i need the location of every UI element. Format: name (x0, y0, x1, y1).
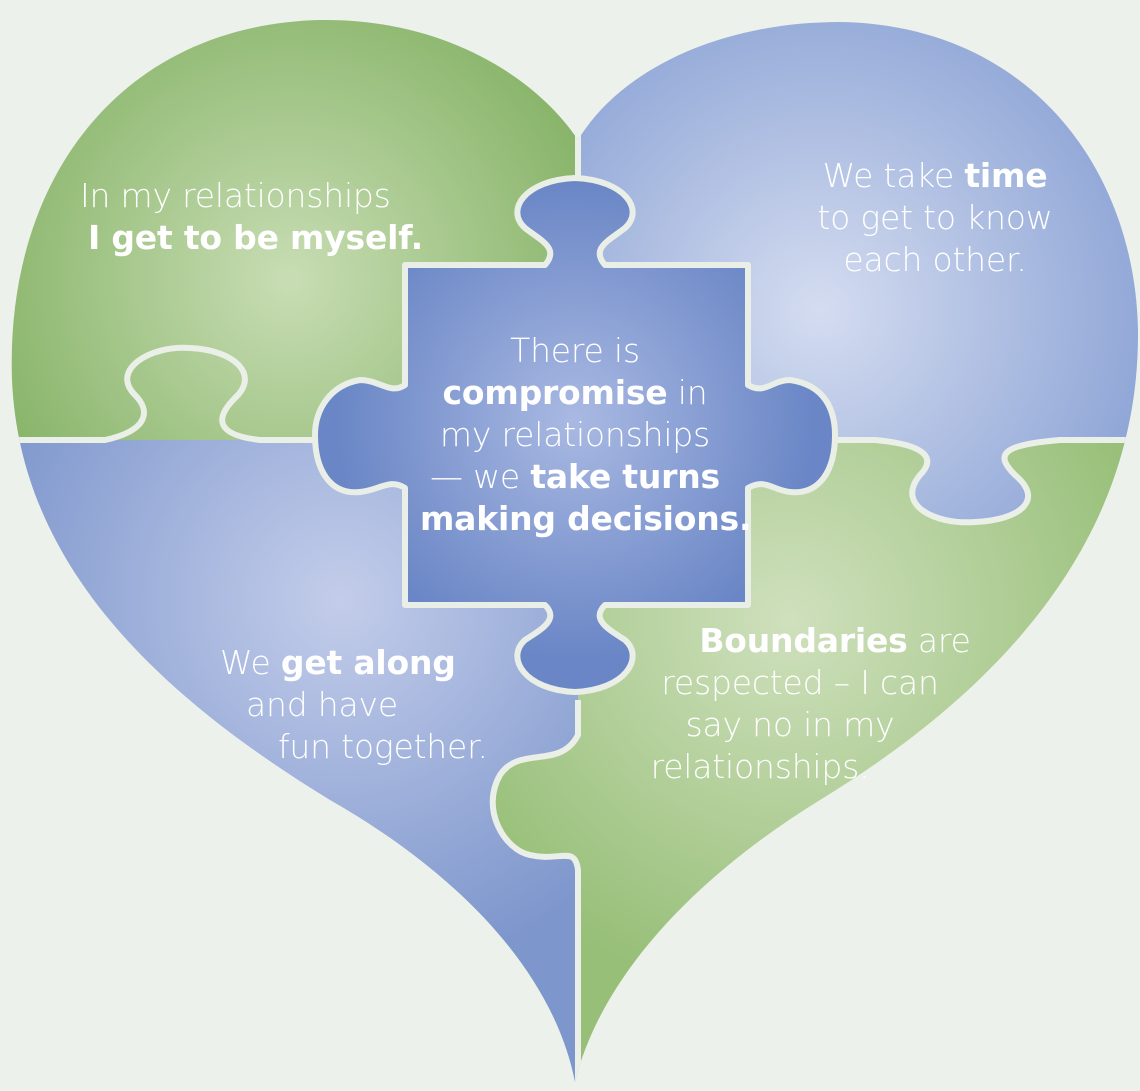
bottom-right-line-1a: Boundaries (699, 621, 908, 660)
center-line-2b: in (667, 373, 708, 412)
top-left-line-1: In my relationships (80, 176, 391, 215)
bottom-left-line-1a: We (220, 643, 281, 682)
top-right-line-2: to get to know (817, 198, 1053, 237)
bottom-right-line-2: respected – I can (661, 663, 939, 702)
bottom-right-line-3: say no in my (685, 705, 895, 744)
tab-bottom-green (492, 735, 578, 870)
center-line-2a: compromise (442, 373, 668, 412)
top-right-line-3: each other. (843, 240, 1027, 279)
center-line-4b: take turns (530, 457, 720, 496)
center-line-4a: — we (430, 457, 531, 496)
top-left-line-2: I get to be myself. (88, 218, 423, 257)
bottom-left-line-2: and have (246, 685, 398, 724)
center-line-5: making decisions. (420, 499, 752, 538)
top-left-text: In my relationships I get to be myself. (80, 175, 423, 259)
bottom-right-text: Boundaries are respected – I can say no … (605, 620, 975, 788)
bottom-left-line-3: fun together. (278, 727, 488, 766)
center-line-1: There is (510, 331, 640, 370)
top-right-line-1b: time (964, 156, 1048, 195)
bottom-right-line-4: relationships. (650, 747, 870, 786)
top-right-text: We take time to get to know each other. (805, 155, 1065, 281)
center-text: There is compromise in my relationships … (420, 330, 751, 540)
center-line-3: my relationships (439, 415, 711, 454)
tab-right-blue (875, 440, 1060, 523)
bottom-right-line-1b: are (907, 621, 971, 660)
bottom-left-line-1b: get along (280, 643, 456, 682)
top-right-line-1a: We take (822, 156, 965, 195)
piece-center (312, 175, 838, 695)
bottom-left-text: We get along and have fun together. (220, 642, 488, 768)
